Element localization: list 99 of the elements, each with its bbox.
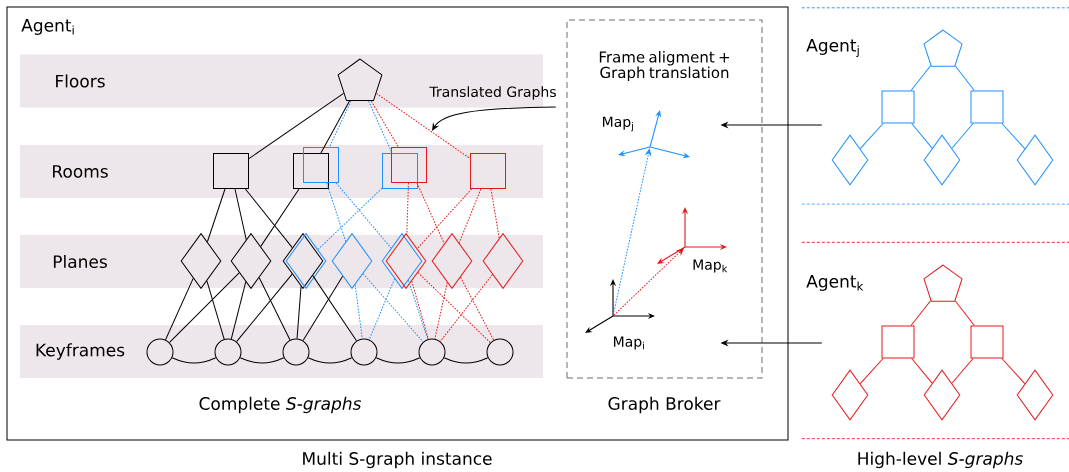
connector xyxy=(859,123,884,150)
square xyxy=(470,153,506,189)
diamond xyxy=(831,134,869,186)
connector xyxy=(260,188,300,247)
connector xyxy=(417,272,491,344)
connector xyxy=(910,65,932,91)
connector xyxy=(911,358,933,384)
diamond xyxy=(482,233,524,289)
diamond xyxy=(230,233,272,289)
connector xyxy=(206,280,225,340)
caption-text: High-level S-graphs xyxy=(858,451,1023,469)
circle xyxy=(282,338,310,366)
square xyxy=(881,90,915,124)
connector xyxy=(317,187,383,250)
connector xyxy=(859,358,884,385)
connector xyxy=(328,100,352,148)
connector xyxy=(258,277,291,341)
connector xyxy=(169,272,240,343)
connector xyxy=(302,275,344,341)
caption-text: Complete S-graphs xyxy=(199,396,362,414)
connector xyxy=(490,188,500,239)
connector xyxy=(326,182,347,243)
connector xyxy=(951,358,974,384)
band: Keyframes xyxy=(20,325,543,378)
connector xyxy=(296,285,302,340)
connector xyxy=(443,357,489,364)
square xyxy=(303,147,339,183)
connector xyxy=(368,100,393,154)
connector xyxy=(335,182,392,249)
node-label: Multi S-graph instance xyxy=(303,451,492,469)
square xyxy=(382,153,418,189)
square xyxy=(213,153,249,189)
connector xyxy=(375,357,421,364)
connector xyxy=(416,182,445,245)
circle xyxy=(418,338,446,366)
connector xyxy=(165,277,194,341)
connector xyxy=(1001,123,1026,150)
connector xyxy=(910,300,932,326)
map-label: Map$_{k}$ xyxy=(693,259,728,273)
diamond xyxy=(923,369,961,421)
diamond xyxy=(331,233,373,289)
connector xyxy=(230,281,247,340)
connector xyxy=(954,65,975,91)
connector xyxy=(206,188,226,243)
connector xyxy=(248,92,345,160)
circle xyxy=(486,338,514,366)
square xyxy=(391,147,427,183)
panel: Agent$_{k}$ xyxy=(801,241,1069,440)
curved-arrow xyxy=(432,106,557,131)
connector xyxy=(406,182,409,235)
arrow xyxy=(721,340,823,346)
connector xyxy=(239,357,285,364)
connector xyxy=(416,188,473,250)
circle xyxy=(214,338,242,366)
circle xyxy=(350,338,378,366)
connector xyxy=(362,273,424,343)
diamond xyxy=(831,369,869,421)
circle xyxy=(146,338,174,366)
connector xyxy=(234,188,247,240)
map-label: Map$_{j}$ xyxy=(603,116,633,132)
connector xyxy=(320,100,350,154)
band: Planes xyxy=(20,235,543,288)
connector xyxy=(312,275,357,342)
connector xyxy=(244,188,293,249)
connector xyxy=(1001,358,1026,385)
pentagon xyxy=(337,58,383,102)
square xyxy=(970,325,1004,359)
connector xyxy=(370,100,399,148)
arrow xyxy=(612,148,652,316)
annotation-text: Translated Graphs xyxy=(429,86,556,100)
node-label: Graph Broker xyxy=(608,396,721,414)
map-label: Map$_{i}$ xyxy=(614,336,644,350)
connector xyxy=(171,357,217,364)
connector xyxy=(954,300,975,326)
diamond xyxy=(1016,134,1054,186)
connector xyxy=(458,188,482,244)
connector xyxy=(368,278,396,341)
connector xyxy=(236,273,293,343)
panel: Agent$_{j}$ xyxy=(801,7,1069,205)
connector xyxy=(911,123,933,149)
pentagon xyxy=(923,29,963,67)
square xyxy=(293,153,329,189)
pentagon xyxy=(923,264,963,302)
diamond xyxy=(431,233,473,289)
diamond xyxy=(1016,369,1054,421)
connector xyxy=(460,276,495,341)
band: Rooms xyxy=(20,145,543,198)
diamond xyxy=(923,134,961,186)
arrow xyxy=(613,248,684,316)
arrow xyxy=(721,122,823,128)
connector xyxy=(951,123,974,149)
connector xyxy=(375,92,471,159)
diamond xyxy=(180,233,222,289)
square xyxy=(881,325,915,359)
connector xyxy=(307,357,353,364)
connector xyxy=(434,282,448,340)
connector xyxy=(354,284,363,340)
connector xyxy=(439,274,493,342)
square xyxy=(970,90,1004,124)
